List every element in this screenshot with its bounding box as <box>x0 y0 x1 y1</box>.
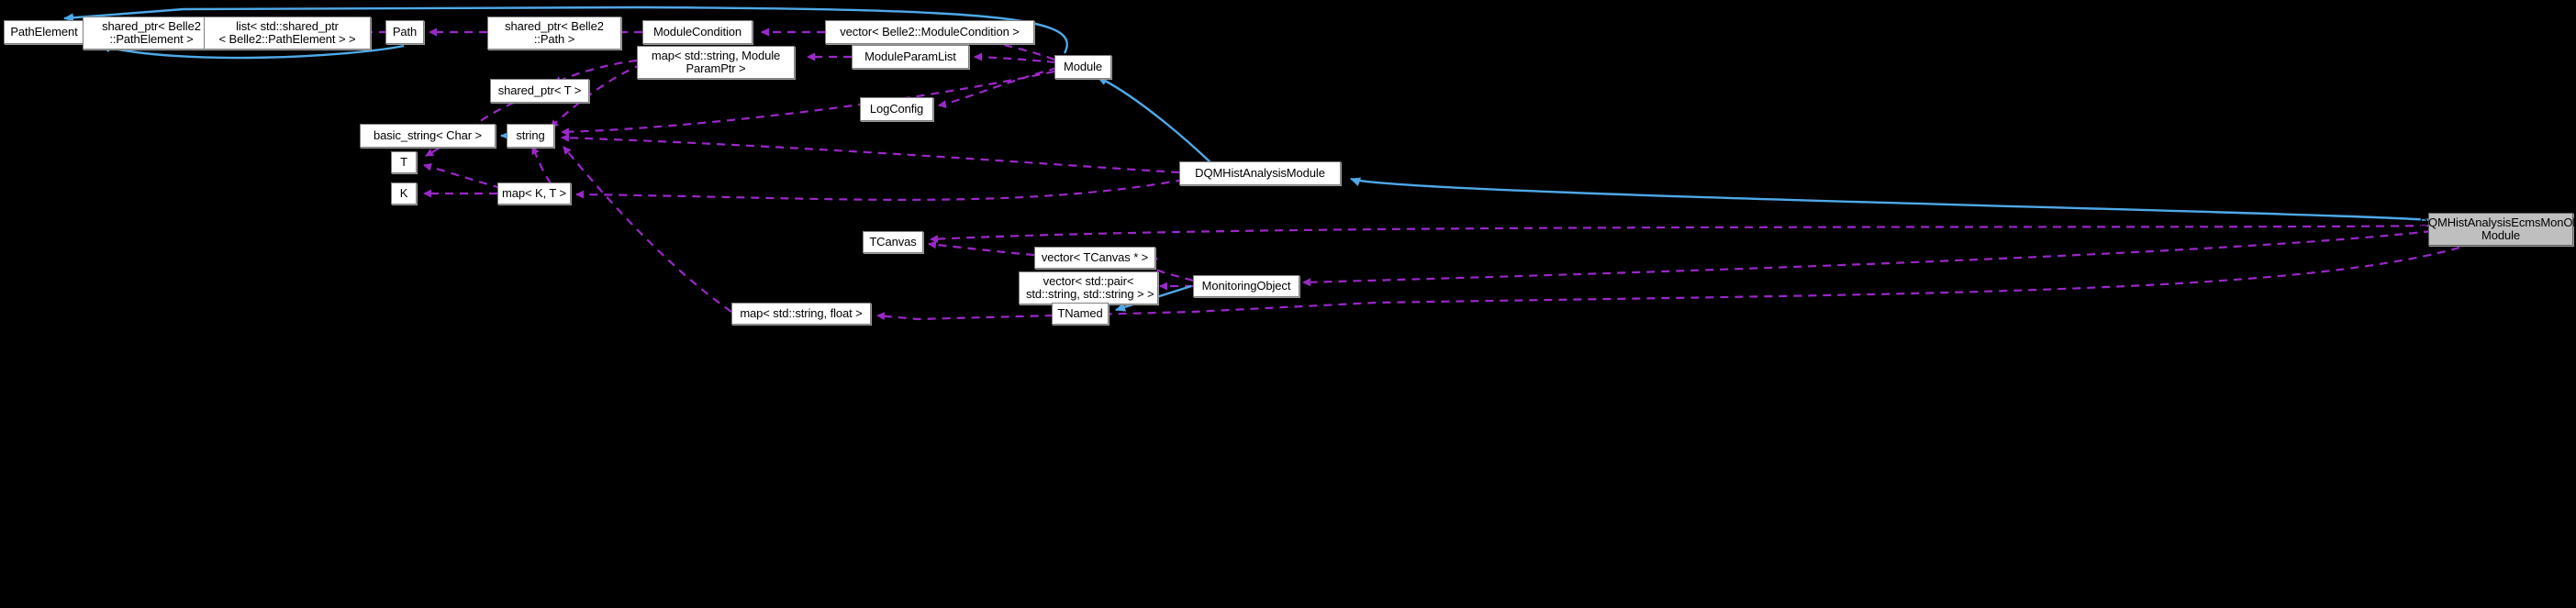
node-vector-tcanvas-ptr[interactable]: vector< TCanvas * > <box>1034 247 1155 269</box>
node-vector-pair-string-string[interactable]: vector< std::pair< std::string, std::str… <box>1019 271 1158 304</box>
node-label-line1: map< std::string, Module <box>651 49 781 62</box>
node-label-line2: ::PathElement > <box>109 32 194 46</box>
node-label-line2: std::string, std::string > > <box>1022 287 1154 301</box>
node-label-line2: < Belle2::PathElement > > <box>218 32 356 46</box>
node-map-string-float[interactable]: map< std::string, float > <box>731 303 871 325</box>
node-module[interactable]: Module <box>1054 55 1111 79</box>
inheritance-edges <box>63 6 2433 312</box>
node-label-line2: Module <box>2481 228 2521 242</box>
node-path-element[interactable]: PathElement <box>4 20 84 44</box>
node-label-line2: ParamPtr > <box>686 61 746 75</box>
node-monitoring-object[interactable]: MonitoringObject <box>1193 275 1299 297</box>
node-label: K <box>399 186 408 200</box>
node-label: MonitoringObject <box>1201 279 1291 293</box>
node-label: LogConfig <box>869 102 924 116</box>
node-label-line1: vector< std::pair< <box>1043 274 1134 288</box>
node-label: basic_string< Char > <box>374 128 482 142</box>
node-label: Path <box>392 25 418 39</box>
node-label: vector< TCanvas * > <box>1041 250 1149 264</box>
node-label: T <box>400 155 407 169</box>
node-k[interactable]: K <box>391 182 417 205</box>
node-t[interactable]: T <box>391 151 417 173</box>
node-tnamed[interactable]: TNamed <box>1052 303 1109 325</box>
node-label: ModuleParamList <box>864 50 956 63</box>
node-module-condition[interactable]: ModuleCondition <box>642 20 753 44</box>
node-shared-ptr-t[interactable]: shared_ptr< T > <box>490 79 589 103</box>
node-label: shared_ptr< T > <box>497 83 582 97</box>
node-label: ModuleCondition <box>652 25 742 39</box>
node-list-shared-ptr[interactable]: list< std::shared_ptr < Belle2::PathElem… <box>204 17 371 50</box>
node-label: map< K, T > <box>502 186 566 200</box>
node-label: DQMHistAnalysisModule <box>1195 166 1325 180</box>
node-label-line1: DQMHistAnalysisEcmsMonObj <box>2419 216 2576 229</box>
node-label-line1: list< std::shared_ptr <box>236 19 339 33</box>
node-log-config[interactable]: LogConfig <box>860 97 933 121</box>
node-label: map< std::string, float > <box>740 306 863 320</box>
node-dqm-hist-analysis-module[interactable]: DQMHistAnalysisModule <box>1179 161 1341 185</box>
node-dqm-hist-analysis-ecms-mon-obj-module[interactable]: DQMHistAnalysisEcmsMonObj Module <box>2420 213 2576 246</box>
node-string[interactable]: string <box>507 124 554 148</box>
node-label: TNamed <box>1057 306 1103 320</box>
node-shared-ptr-path-element[interactable]: shared_ptr< Belle2 ::PathElement > <box>83 17 220 50</box>
node-path[interactable]: Path <box>385 20 424 44</box>
node-label: vector< Belle2::ModuleCondition > <box>840 25 1020 39</box>
node-map-k-t[interactable]: map< K, T > <box>497 182 571 205</box>
node-shared-ptr-path[interactable]: shared_ptr< Belle2 ::Path > <box>487 17 621 50</box>
node-label: Module <box>1063 60 1103 73</box>
node-label-line1: shared_ptr< Belle2 <box>505 19 604 33</box>
node-module-param-list[interactable]: ModuleParamList <box>852 45 969 69</box>
node-vector-module-condition[interactable]: vector< Belle2::ModuleCondition > <box>825 20 1034 44</box>
node-basic-string-char[interactable]: basic_string< Char > <box>360 124 496 148</box>
node-label: PathElement <box>10 25 78 39</box>
node-tcanvas[interactable]: TCanvas <box>863 231 923 253</box>
node-label: string <box>516 128 545 142</box>
node-label-line1: shared_ptr< Belle2 <box>102 19 201 33</box>
node-label: TCanvas <box>869 235 917 249</box>
node-label-line2: ::Path > <box>533 32 575 46</box>
node-map-string-module-param-ptr[interactable]: map< std::string, Module ParamPtr > <box>637 46 795 79</box>
